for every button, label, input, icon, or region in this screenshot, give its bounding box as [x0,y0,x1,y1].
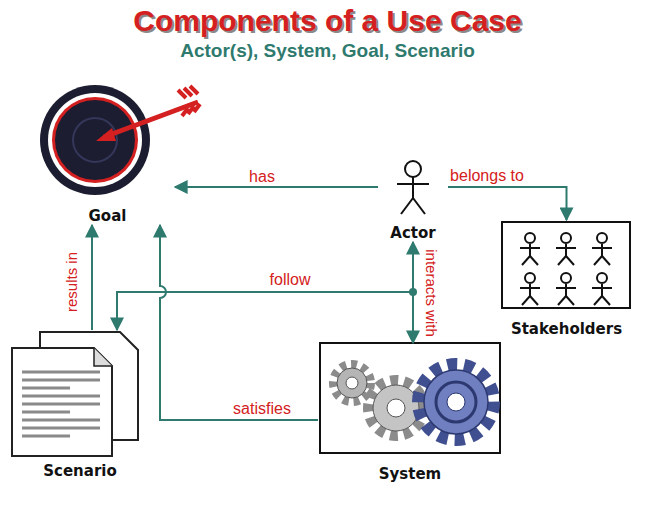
goal-node: Goal [40,85,175,225]
node-label: Scenario [43,462,117,480]
stakeholders-node: Stakeholders [498,220,635,338]
text-line [22,427,100,430]
person-figure [520,273,540,305]
text-line [22,435,70,438]
node-label: System [379,465,441,483]
text-line [22,411,70,414]
edge-label: belongs to [448,167,526,185]
edge-label: interacts with [422,247,440,339]
scenario-node: Scenario [5,330,155,480]
subtitle: Actor(s), System, Goal, Scenario [0,40,655,62]
text-line [22,403,100,406]
person-figure [556,233,576,265]
title: Components of a Use Case [0,4,655,38]
connector [175,186,378,188]
connector [160,225,318,420]
connector [91,225,93,330]
person-figure [556,273,576,305]
edge-label: follow [268,271,313,289]
person-figure [592,233,612,265]
document-icon [12,332,138,456]
node-label: Actor [390,224,435,242]
connector [448,187,567,220]
stakeholders-group [502,222,630,308]
edge-label: results in [63,250,81,314]
text-line [22,395,100,398]
person-figure [592,273,612,305]
gears-icon [320,343,500,453]
actor-node: Actor [378,158,448,242]
junction-dot [409,288,417,296]
person-figure [520,233,540,265]
text-line [22,387,70,390]
actor-figure [397,161,429,214]
text-line [22,371,100,374]
node-label: Stakeholders [511,320,622,338]
text-line [22,379,100,382]
text-line [22,419,100,422]
edge-label: satisfies [231,400,293,418]
system-node: System [318,343,502,483]
node-label: Goal [89,207,127,225]
target-icon [40,85,200,195]
edge-label: has [247,168,277,186]
